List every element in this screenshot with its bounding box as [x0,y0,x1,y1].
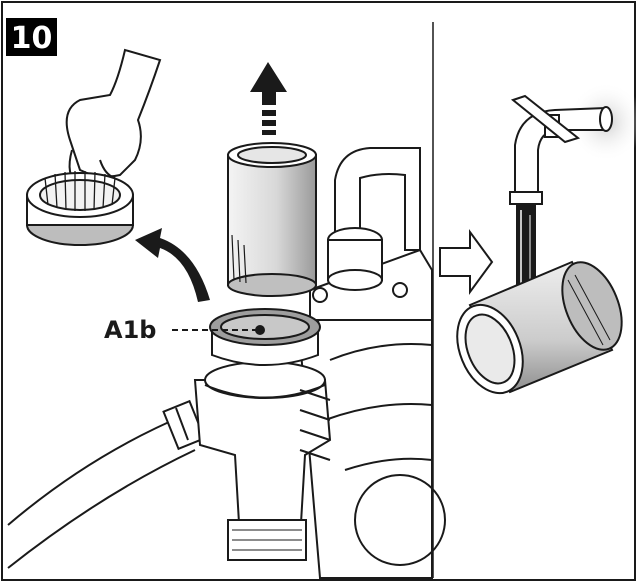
pump-housing [298,147,446,579]
step-number: 10 [11,21,53,56]
strainer-cylinder [227,142,317,297]
filter-housing [193,308,332,561]
rinsed-strainer [456,260,623,395]
callout-label: A1b [104,316,156,344]
step-badge: 10 [6,18,57,56]
arrow-up-icon [250,62,287,135]
callout-a1b: A1b [104,316,265,344]
arrow-right-icon [439,228,494,296]
hose [7,399,206,569]
filter-cap [26,171,134,246]
curved-arrow-icon [135,228,210,302]
faucet-icon [509,94,613,205]
